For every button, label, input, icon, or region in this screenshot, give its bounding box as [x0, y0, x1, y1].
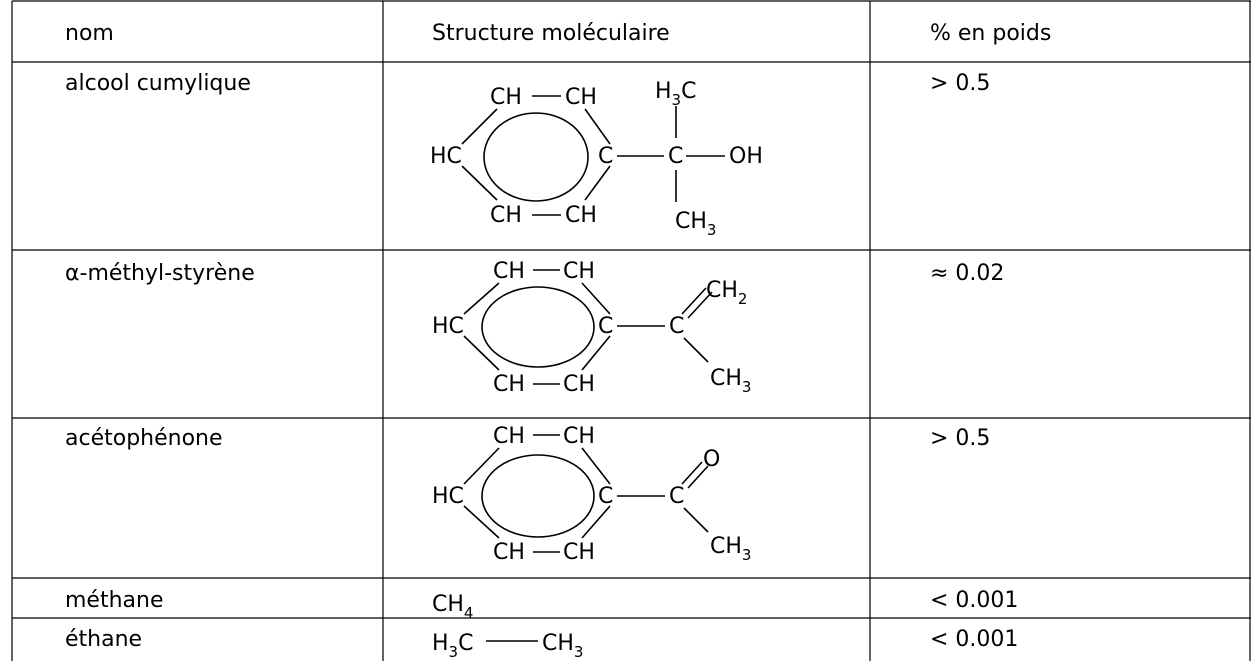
row-value-ethane: < 0.001 — [930, 627, 1018, 652]
atom-ch-bottom-right: CH — [563, 540, 595, 565]
row-name-acetophenone: acétophénone — [65, 426, 223, 451]
atom-c-center: C — [669, 314, 684, 339]
formula-ch4: CH4 — [432, 592, 473, 622]
header-nom: nom — [65, 21, 114, 46]
atom-h3c: H3C — [432, 631, 473, 661]
atom-ch-bottom-left: CH — [493, 540, 525, 565]
row-value-acetophenone: > 0.5 — [930, 426, 990, 451]
atom-h3c: H3C — [655, 79, 696, 109]
atom-ch-bottom-left: CH — [490, 203, 522, 228]
atom-ch3: CH3 — [710, 366, 751, 396]
atom-ch-bottom-right: CH — [563, 372, 595, 397]
row-name-methane: méthane — [65, 588, 164, 613]
atom-ch3: CH3 — [675, 209, 716, 239]
atom-ch-top-left: CH — [493, 259, 525, 284]
row-name-alpha-methyl-styrene: α-méthyl-styrène — [65, 261, 255, 286]
atom-c-ring: C — [598, 484, 613, 509]
atom-ch3: CH3 — [542, 631, 583, 661]
header-structure: Structure moléculaire — [432, 21, 670, 46]
atom-ch-bottom-right: CH — [565, 203, 597, 228]
atom-c-center: C — [668, 144, 683, 169]
atom-ch-bottom-left: CH — [493, 372, 525, 397]
atom-hc: HC — [432, 484, 464, 509]
structure-alpha-methyl-styrene: CH CH HC C CH CH C CH2 CH3 — [432, 259, 751, 397]
atom-ch3: CH3 — [710, 534, 751, 564]
atom-c-center: C — [669, 484, 684, 509]
row-value-alcool-cumylique: > 0.5 — [930, 71, 990, 96]
atom-hc: HC — [432, 314, 464, 339]
atom-ch-top-right: CH — [563, 424, 595, 449]
atom-ch-top-left: CH — [490, 85, 522, 110]
atom-c-ring: C — [598, 314, 613, 339]
row-value-alpha-methyl-styrene: ≈ 0.02 — [930, 261, 1004, 286]
atom-ch2: CH2 — [706, 278, 747, 308]
atom-hc: HC — [430, 144, 462, 169]
atom-ch-top-left: CH — [493, 424, 525, 449]
row-name-alcool-cumylique: alcool cumylique — [65, 71, 251, 96]
row-name-ethane: éthane — [65, 627, 142, 652]
structure-alcool-cumylique: CH CH HC C CH CH C OH H3C CH3 — [430, 79, 763, 239]
row-value-methane: < 0.001 — [930, 588, 1018, 613]
header-poids: % en poids — [930, 21, 1051, 46]
table-grid — [11, 0, 1251, 661]
structure-acetophenone: CH CH HC C CH CH C O CH3 — [432, 424, 751, 565]
atom-oh: OH — [729, 144, 763, 169]
atom-c-ring: C — [598, 144, 613, 169]
atom-ch-top-right: CH — [563, 259, 595, 284]
formula-ethane: H3C CH3 — [432, 631, 583, 661]
atom-ch-top-right: CH — [565, 85, 597, 110]
